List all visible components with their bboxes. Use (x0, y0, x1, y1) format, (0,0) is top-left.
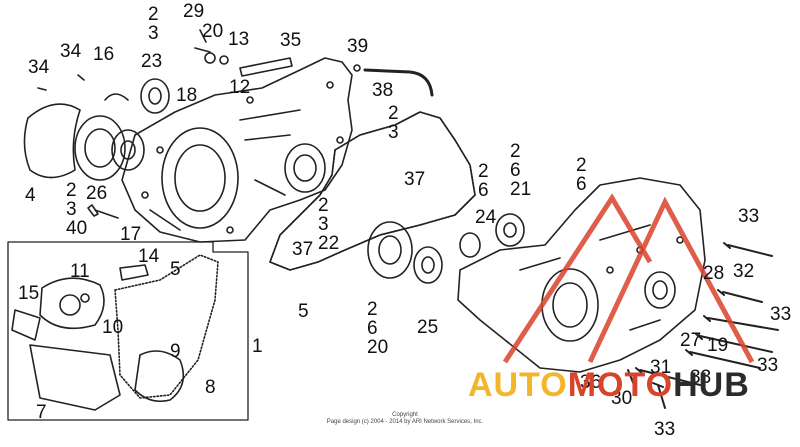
callout-34a: 34 (28, 57, 50, 78)
callout-20: 20 (202, 21, 224, 42)
callout-30: 30 (611, 388, 633, 409)
callout-2-6-c: 2 6 (576, 155, 587, 195)
seal-assembly (74, 115, 145, 181)
watermark-word-2: MOTO (567, 366, 674, 404)
callout-2-6-20: 2 6 20 (367, 299, 389, 358)
callout-36: 36 (580, 372, 602, 393)
main-bearings (367, 213, 525, 284)
callout-9: 9 (170, 341, 181, 362)
callout-19: 19 (707, 335, 729, 356)
callout-33a: 33 (738, 206, 760, 227)
callout-33d: 33 (690, 367, 712, 388)
callout-29: 29 (183, 1, 205, 22)
bearing-23 (140, 78, 170, 114)
watermark-word-3: HUB (673, 366, 750, 404)
callout-17: 17 (120, 224, 142, 245)
small-hardware (37, 29, 361, 101)
callout-38: 38 (372, 80, 394, 101)
callout-2-6-21: 2 6 21 (510, 141, 532, 200)
callout-2-3-mid: 2 3 (388, 103, 399, 143)
callout-1: 1 (252, 336, 263, 357)
callout-2-3-22: 2 3 22 (318, 195, 340, 254)
callout-16: 16 (93, 44, 115, 65)
callout-37a: 37 (404, 169, 426, 190)
callout-14: 14 (138, 246, 160, 267)
callout-28: 28 (703, 263, 725, 284)
callout-5b: 5 (170, 259, 181, 280)
left-crankcase (121, 57, 353, 243)
callout-26: 26 (86, 183, 108, 204)
callout-10: 10 (102, 317, 124, 338)
callout-2-3-40: 2 3 40 (66, 180, 88, 239)
callout-18: 18 (176, 85, 198, 106)
copyright-notice: Copyright Page design (c) 2004 - 2014 by… (326, 412, 484, 425)
callout-33e: 33 (654, 419, 676, 440)
callout-39: 39 (347, 36, 369, 57)
callout-32: 32 (733, 261, 755, 282)
callout-25: 25 (417, 317, 439, 338)
watermark-brand: AUTOMOTOHUB (468, 366, 750, 405)
callout-2-6-a: 2 6 (478, 161, 489, 201)
breather-hose (363, 68, 434, 97)
callout-12: 12 (229, 77, 251, 98)
callout-33b: 33 (770, 304, 792, 325)
cover-plate (23, 103, 81, 179)
callout-5a: 5 (298, 301, 309, 322)
callout-13: 13 (228, 29, 250, 50)
callout-7: 7 (36, 402, 47, 423)
callout-33c: 33 (757, 355, 779, 376)
watermark-word-1: AUTO (468, 366, 568, 404)
callout-23: 23 (141, 51, 163, 72)
callout-4: 4 (25, 185, 36, 206)
gasket-set (7, 241, 249, 421)
callout-37b: 37 (292, 239, 314, 260)
crankcase-bolts (627, 242, 779, 409)
callout-2-3-top: 2 3 (148, 4, 159, 44)
callout-34b: 34 (60, 41, 82, 62)
watermark-logo-graphic (502, 193, 755, 364)
crankcase-gasket (269, 111, 476, 271)
callout-24: 24 (475, 207, 497, 228)
callout-11: 11 (70, 261, 90, 282)
callout-31: 31 (650, 357, 672, 378)
callout-27: 27 (680, 330, 702, 351)
callout-8: 8 (205, 377, 216, 398)
bolt-17 (87, 204, 119, 219)
callout-35: 35 (280, 30, 302, 51)
callout-15: 15 (18, 283, 40, 304)
